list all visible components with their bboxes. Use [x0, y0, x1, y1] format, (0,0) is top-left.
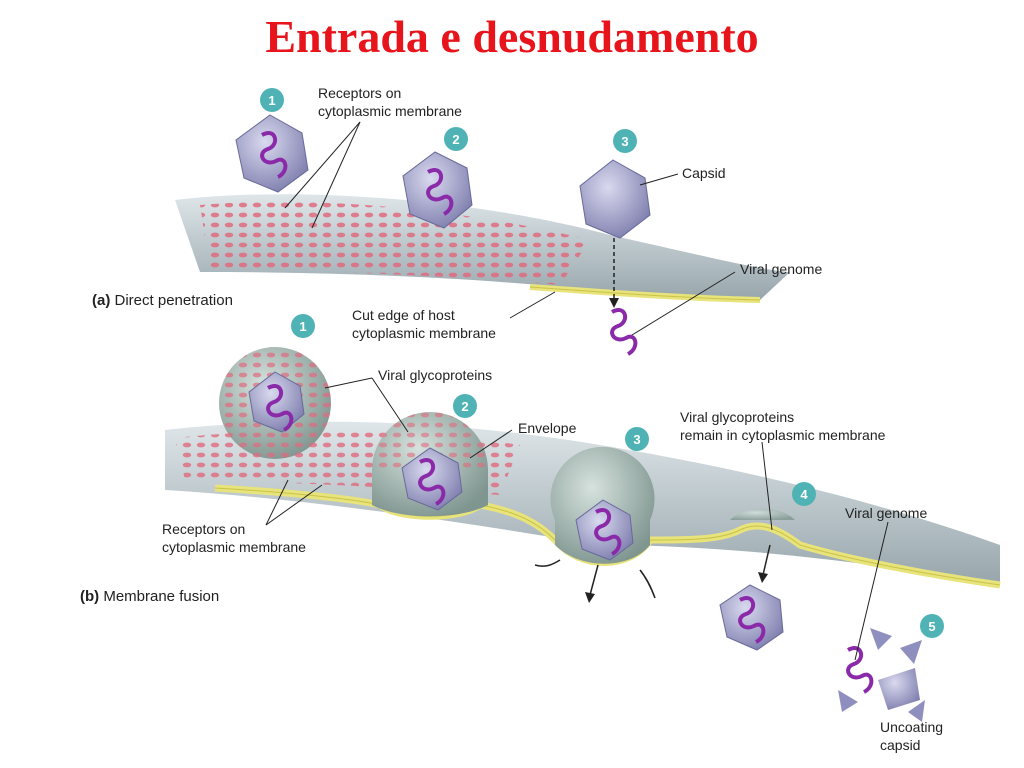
panel-a-membrane — [175, 194, 790, 303]
step-badge-a2: 2 — [444, 127, 468, 151]
label-viral-genome-b: Viral genome — [845, 505, 927, 521]
label-receptors-a-line1: Receptors on — [318, 85, 401, 101]
panel-a-capsid-1 — [235, 114, 309, 193]
panel-b-caption: (b) Membrane fusion — [80, 588, 219, 605]
step-badge-b4: 4 — [792, 482, 816, 506]
svg-text:4: 4 — [800, 487, 808, 502]
panel-b-step-4 — [719, 508, 795, 651]
label-envelope: Envelope — [518, 420, 577, 436]
panel-a-caption: (a) Direct penetration — [92, 292, 233, 309]
svg-text:2: 2 — [452, 132, 459, 147]
genome-icon — [594, 508, 622, 556]
svg-text:3: 3 — [633, 432, 640, 447]
panel-b-virus-2 — [371, 411, 489, 517]
label-viral-genome-a: Viral genome — [740, 261, 822, 277]
label-cut-edge-line2: cytoplasmic membrane — [352, 325, 496, 341]
panel-b-virus-1 — [219, 347, 331, 459]
step-badge-b1: 1 — [291, 314, 315, 338]
step-badge-b3: 3 — [625, 427, 649, 451]
label-uncoating-line2: capsid — [880, 737, 920, 753]
panel-a-capsid-2 — [402, 151, 473, 229]
genome-icon — [738, 596, 766, 644]
panel-b-step-5 — [838, 628, 925, 722]
label-cut-edge-line1: Cut edge of host — [352, 307, 455, 323]
genome-icon — [426, 168, 454, 216]
genome-icon — [266, 384, 294, 432]
genome-icon — [418, 458, 446, 506]
panel-b-virus-3 — [534, 446, 656, 603]
label-remain-line2: remain in cytoplasmic membrane — [680, 427, 886, 443]
step-badge-a3: 3 — [613, 129, 637, 153]
step-badge-a1: 1 — [260, 88, 284, 112]
svg-text:1: 1 — [268, 93, 275, 108]
svg-text:5: 5 — [928, 619, 935, 634]
label-receptors-b-line1: Receptors on — [162, 521, 245, 537]
step-badge-b2: 2 — [453, 394, 477, 418]
svg-text:3: 3 — [621, 134, 628, 149]
page-title: Entrada e desnudamento — [265, 11, 759, 62]
label-uncoating-line1: Uncoating — [880, 719, 943, 735]
svg-text:1: 1 — [299, 319, 306, 334]
label-viral-glycoproteins: Viral glycoproteins — [378, 367, 492, 383]
released-genome-icon — [610, 308, 638, 356]
label-receptors-b-line2: cytoplasmic membrane — [162, 539, 306, 555]
label-receptors-a-line2: cytoplasmic membrane — [318, 103, 462, 119]
label-remain-line1: Viral glycoproteins — [680, 409, 794, 425]
label-capsid: Capsid — [682, 165, 726, 181]
genome-icon — [846, 646, 874, 694]
panel-a-capsid-3 — [579, 159, 651, 239]
step-badge-b5: 5 — [920, 614, 944, 638]
genome-icon — [260, 131, 288, 179]
svg-text:2: 2 — [461, 399, 468, 414]
